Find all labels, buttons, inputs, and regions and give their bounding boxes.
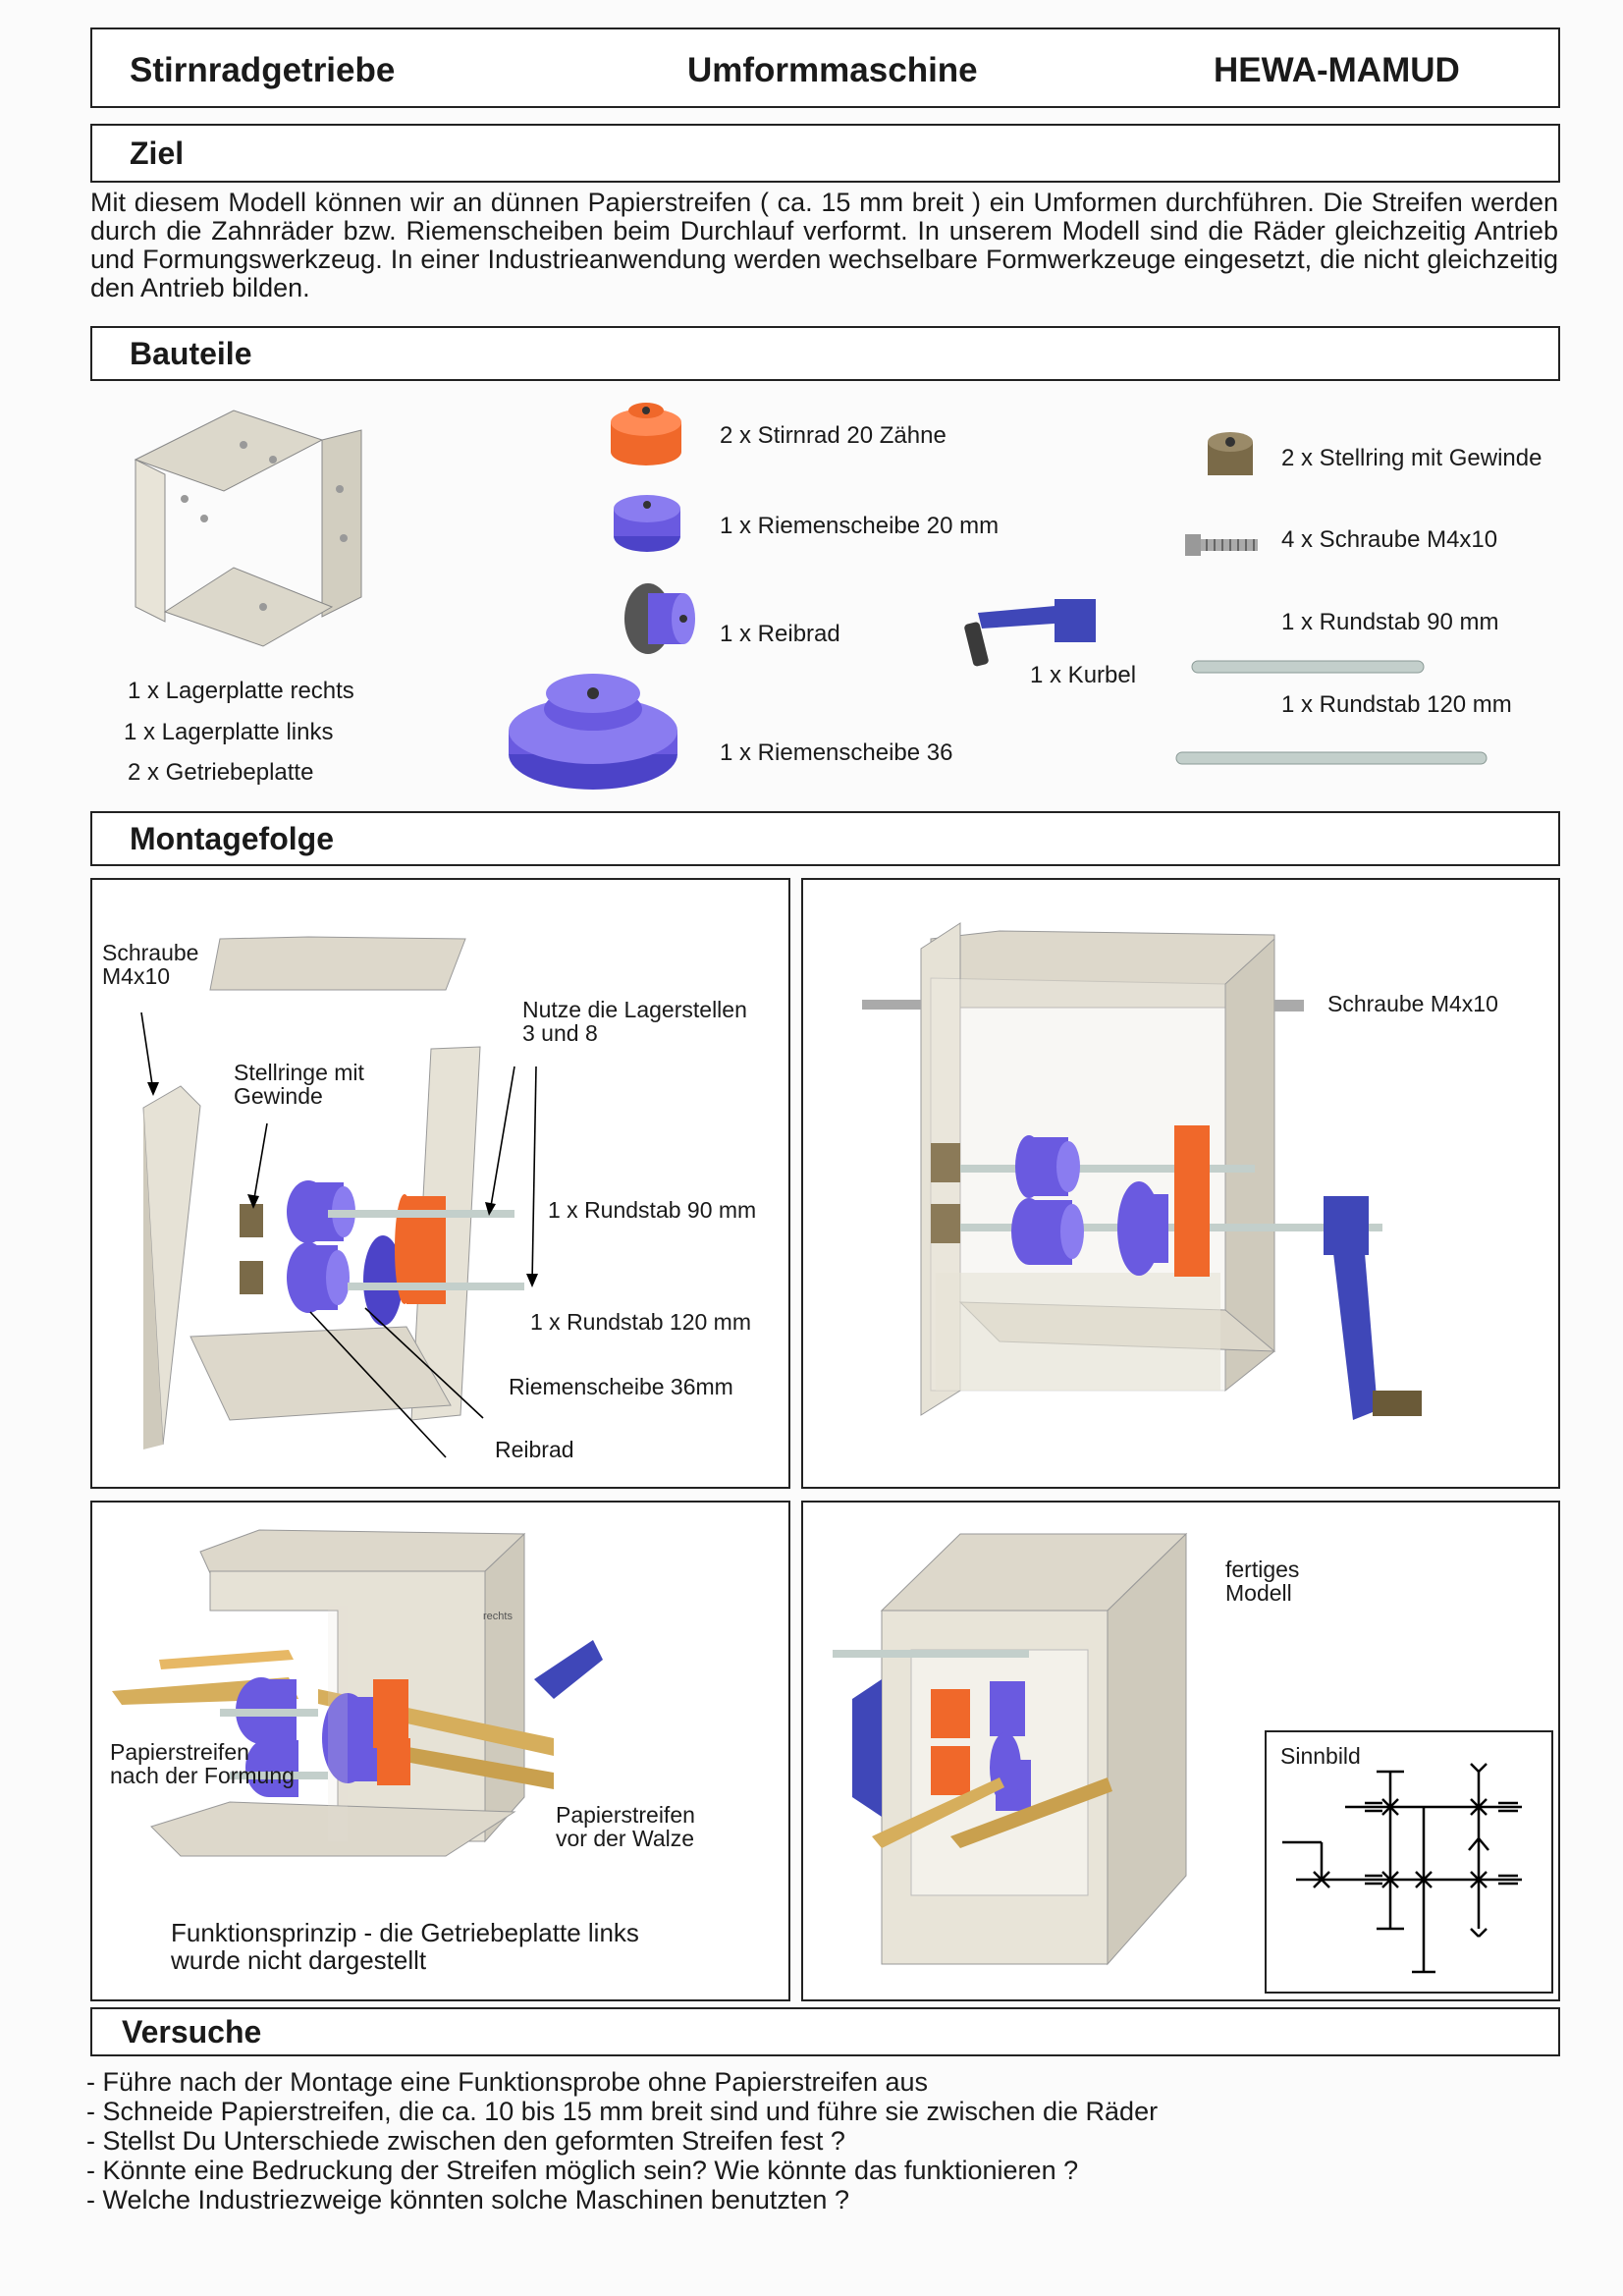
montage-header: Montagefolge [90, 811, 1560, 866]
sinnbild-title: Sinnbild [1280, 1743, 1361, 1769]
p4-fertig-line1: fertiges [1225, 1557, 1300, 1582]
schraube-icon [1185, 534, 1258, 556]
ziel-title: Ziel [130, 136, 185, 171]
panel-assembly-partial: Schraube M4x10 [801, 878, 1560, 1489]
p1-reibrad: Reibrad [495, 1437, 574, 1462]
p1-stellringe-line2: Gewinde [234, 1083, 323, 1109]
reibrad-icon [624, 583, 695, 654]
versuche-item-5: - Welche Industriezweige könnten solche … [86, 2185, 849, 2214]
p1-nutze-line2: 3 und 8 [522, 1020, 598, 1046]
part-riemenscheibe36: 1 x Riemenscheibe 36 [720, 739, 953, 766]
ziel-header: Ziel [90, 124, 1560, 183]
p1-stab90: 1 x Rundstab 90 mm [548, 1197, 757, 1223]
p1-nutze-line1: Nutze die Lagerstellen [522, 997, 747, 1022]
p3-caption-line1: Funktionsprinzip - die Getriebeplatte li… [171, 1918, 639, 1947]
partial-assembly-illustration [862, 922, 1422, 1420]
ziel-text: Mit diesem Modell können wir an dünnen P… [90, 188, 1558, 302]
panel-finished-model: fertiges Modell Sinnbild [801, 1501, 1560, 2001]
versuche-item-2: - Schneide Papierstreifen, die ca. 10 bi… [86, 2097, 1159, 2126]
riemenscheibe36-icon [509, 674, 677, 790]
part-reibrad: 1 x Reibrad [720, 621, 840, 647]
exploded-illustration [140, 936, 538, 1458]
part-kurbel: 1 x Kurbel [1030, 662, 1137, 688]
plates-illustration [134, 410, 362, 647]
stellring-icon [1208, 432, 1253, 475]
stirnrad-icon [611, 403, 681, 465]
riemenscheibe20-icon [614, 495, 680, 552]
p1-stellringe-line1: Stellringe mit [234, 1060, 364, 1085]
versuche-list: - Führe nach der Montage eine Funktionsp… [86, 2067, 1158, 2214]
versuche-title: Versuche [122, 2014, 262, 2050]
finished-model-illustration [833, 1532, 1188, 1966]
function-illustration [112, 1529, 603, 1857]
part-rundstab120: 1 x Rundstab 120 mm [1281, 691, 1512, 718]
header-left: Stirnradgetriebe [130, 51, 396, 89]
p3-vor-line1: Papierstreifen [556, 1802, 695, 1828]
p1-schraube-line1: Schraube [102, 940, 199, 965]
plate-label-1: 1 x Lagerplatte rechts [128, 678, 354, 704]
p4-fertig-line2: Modell [1225, 1580, 1292, 1606]
p3-caption-line2: wurde nicht dargestellt [171, 1945, 427, 1975]
rundstab120-icon [1175, 751, 1488, 765]
sinnbild-box: Sinnbild [1265, 1730, 1553, 1994]
part-schraube: 4 x Schraube M4x10 [1281, 526, 1498, 553]
sinnbild-schematic [1282, 1763, 1522, 1974]
p3-vor-line2: vor der Walze [556, 1826, 695, 1851]
p2-schraube: Schraube M4x10 [1327, 991, 1498, 1016]
bauteile-title: Bauteile [130, 336, 252, 371]
bauteile-header: Bauteile [90, 326, 1560, 381]
versuche-header: Versuche [90, 2007, 1560, 2056]
versuche-item-1: - Führe nach der Montage eine Funktionsp… [86, 2067, 929, 2097]
kurbel-icon [964, 599, 1096, 667]
header-box: Stirnradgetriebe Umformmaschine HEWA-MAM… [90, 27, 1560, 108]
part-stellring: 2 x Stellring mit Gewinde [1281, 445, 1542, 471]
panel-assembly-exploded: Schraube M4x10 Stellringe mit Gewinde Nu… [90, 878, 790, 1489]
p3-nach-line1: Papierstreifen [110, 1739, 249, 1765]
header-center: Umformmaschine [687, 51, 978, 89]
p3-nach-line2: nach der Formung [110, 1763, 295, 1788]
p1-stab120: 1 x Rundstab 120 mm [530, 1309, 752, 1335]
p1-schraube-line2: M4x10 [102, 963, 171, 989]
header-right: HEWA-MAMUD [1214, 51, 1460, 89]
rundstab90-icon [1191, 660, 1425, 674]
montage-title: Montagefolge [130, 821, 334, 856]
panel-function-principle: rechts Papierstreifen nach der Formung P… [90, 1501, 790, 2001]
part-riemenscheibe20: 1 x Riemenscheibe 20 mm [720, 513, 1000, 539]
versuche-item-3: - Stellst Du Unterschiede zwischen den g… [86, 2126, 845, 2156]
part-rundstab90: 1 x Rundstab 90 mm [1281, 609, 1499, 635]
plate-label-3: 2 x Getriebeplatte [128, 759, 314, 786]
plate-label-2: 1 x Lagerplatte links [124, 719, 334, 745]
versuche-item-4: - Könnte eine Bedruckung der Streifen mö… [86, 2156, 1079, 2185]
p1-riemenscheibe: Riemenscheibe 36mm [509, 1374, 733, 1399]
part-stirnrad: 2 x Stirnrad 20 Zähne [720, 422, 947, 449]
p3-plate-mark: rechts [483, 1611, 513, 1622]
